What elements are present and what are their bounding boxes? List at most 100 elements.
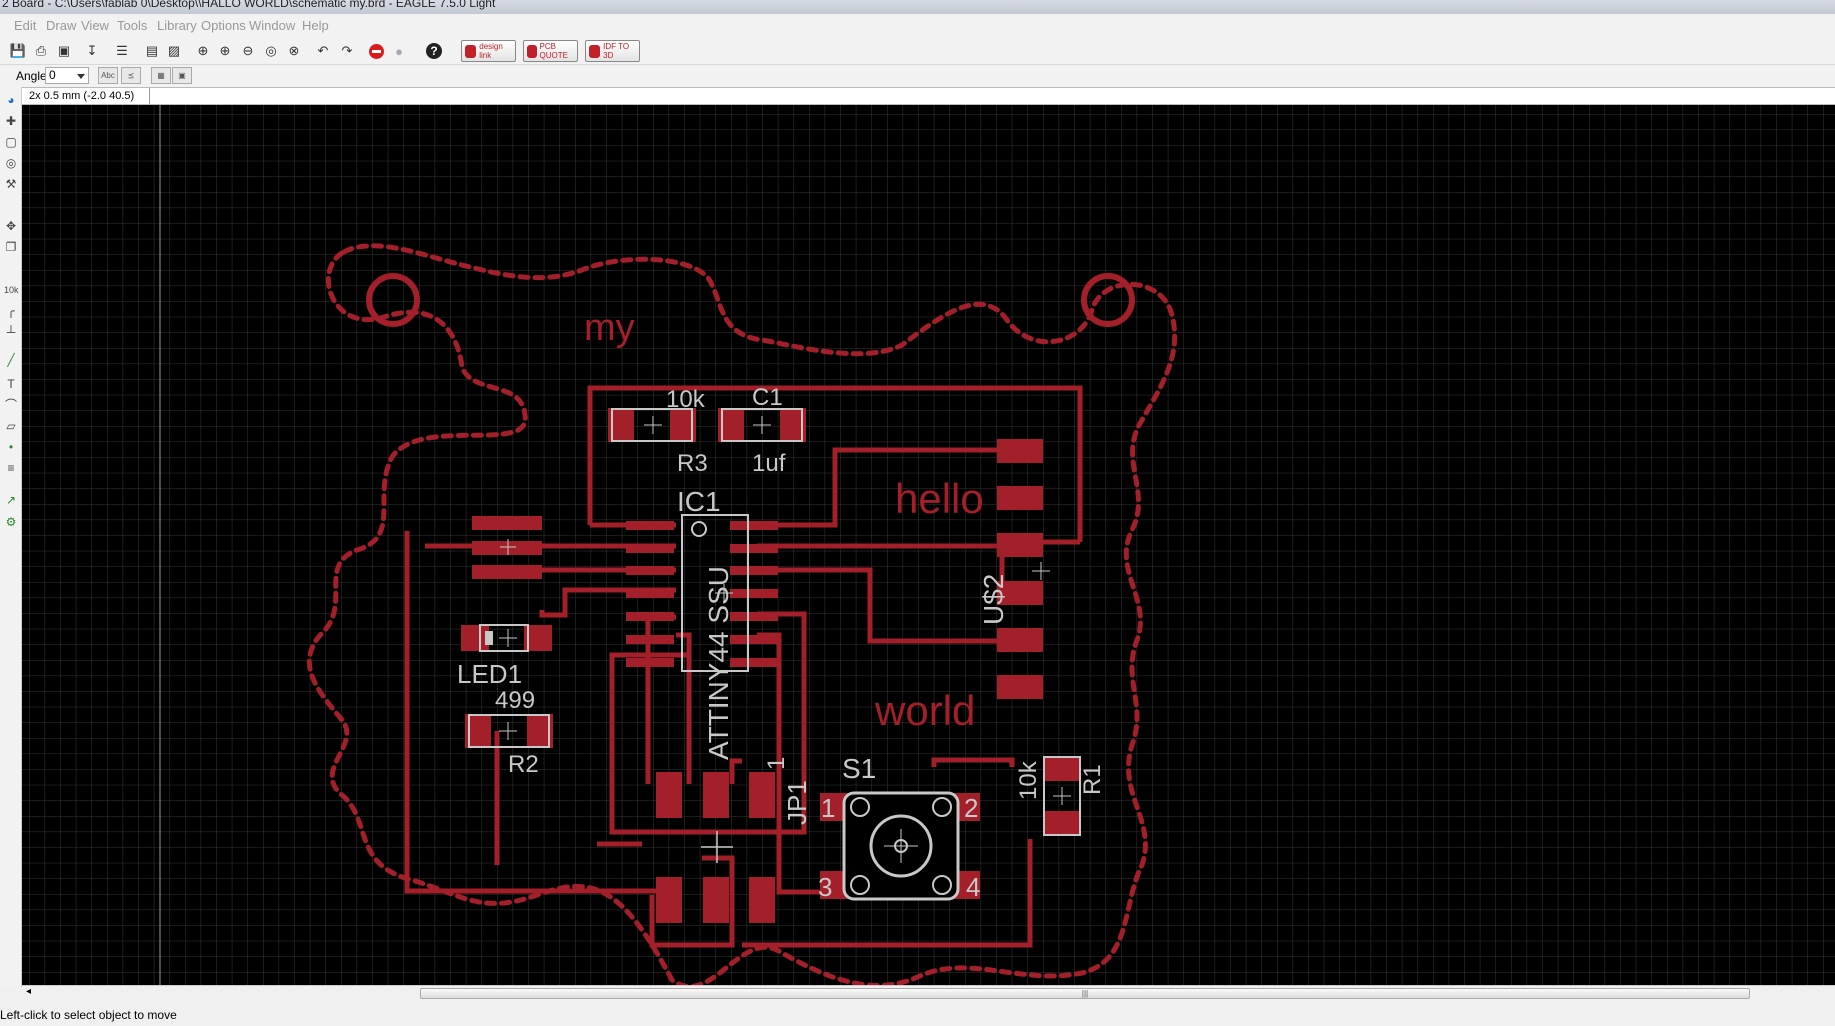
text-hello: hello [895, 475, 984, 522]
scrollbar-thumb[interactable]: ||| [420, 988, 1750, 999]
menu-draw[interactable]: Draw [46, 18, 77, 33]
route-icon[interactable]: ╱ [7, 353, 15, 367]
text-abc-button[interactable]: Abc [98, 67, 118, 84]
label-jp1-name: JP1 [782, 780, 812, 825]
value-icon[interactable]: 10k [4, 285, 19, 295]
zoom-redraw-icon[interactable]: ◎ [265, 43, 277, 58]
led1[interactable] [461, 624, 552, 652]
menu-view[interactable]: View [81, 18, 109, 33]
board-canvas[interactable]: my hello world 10k R3 C1 1uf IC1 ATTINY4… [22, 105, 1835, 987]
run-ulp-icon[interactable]: ↧ [86, 43, 98, 58]
text-my: my [584, 307, 635, 349]
show-icon[interactable]: ✚ [5, 114, 17, 128]
save-icon[interactable]: 💾 [9, 43, 27, 58]
layer-icon[interactable]: ☰ [116, 43, 128, 58]
zoom-fit-icon[interactable]: ⊕ [197, 43, 209, 58]
menu-tools[interactable]: Tools [117, 18, 148, 33]
undo-icon[interactable]: ↶ [317, 43, 329, 58]
erc-icon[interactable]: ⚙ [5, 515, 17, 529]
split-icon[interactable]: ┴ [6, 325, 16, 339]
capacitor-c1[interactable] [718, 408, 806, 442]
pcb-drawing[interactable]: my hello world 10k R3 C1 1uf IC1 ATTINY4… [22, 105, 1835, 987]
label-c1-name: C1 [752, 384, 783, 411]
polygon-icon[interactable]: ▱ [6, 419, 16, 433]
ratio-button[interactable]: ▦ [151, 67, 171, 84]
label-ic1-value: ATTINY44 SSU [703, 566, 734, 760]
menu-window[interactable]: Window [249, 18, 296, 33]
resistor-r2[interactable] [465, 714, 553, 748]
camera-icon[interactable]: ▣ [57, 43, 71, 58]
text-world: world [874, 687, 975, 734]
menu-library[interactable]: Library [157, 18, 197, 33]
zoom-in-icon[interactable]: ⊕ [219, 43, 231, 58]
status-bar: Left-click to select object to move [0, 1001, 1835, 1026]
zoom-select-icon[interactable]: ⊗ [288, 43, 300, 58]
autorouter-icon[interactable]: ↗ [5, 493, 17, 507]
menu-bar: Edit Draw View Tools Library Options Win… [0, 14, 1835, 37]
menu-options[interactable]: Options [201, 18, 246, 33]
title-bar: 2 Board - C:\Users\fablab 0\Desktop\\HAL… [0, 0, 1835, 14]
label-r2-value: 499 [495, 687, 535, 714]
label-led1-name: LED1 [457, 659, 522, 689]
left-toolbar: ◕ ✚ ▢ ◎ ⚒ ✥ ❐ 10k ╭ ┴ ╱ T ⌒ ▱ • ≡ ↗ ⚙ [0, 87, 22, 987]
mounting-hole-left [366, 273, 420, 327]
window-icon[interactable]: ▤ [145, 43, 159, 58]
info-icon[interactable]: ◕ [7, 93, 15, 107]
copy-icon[interactable]: ❐ [5, 240, 17, 254]
design-link-button[interactable]: design link [461, 40, 516, 62]
idf-icon [589, 44, 601, 58]
label-ic1-name: IC1 [677, 486, 721, 517]
menu-help[interactable]: Help [302, 18, 329, 33]
label-s1-pin1: 1 [821, 793, 835, 823]
label-r2-name: R2 [508, 751, 539, 778]
label-r1-name: R1 [1079, 764, 1106, 795]
zoom-out-icon[interactable]: ⊖ [242, 43, 254, 58]
print-icon[interactable]: ⎙ [35, 43, 47, 58]
horizontal-scrollbar[interactable]: ◂ ||| [22, 985, 1835, 1001]
switch-s1[interactable] [820, 791, 980, 901]
grid-button[interactable]: ▣ [172, 67, 192, 84]
label-c1-value: 1uf [752, 450, 786, 477]
label-s1-pin2: 2 [964, 793, 978, 823]
label-jp1-pin: 1 [763, 757, 790, 770]
wrench-icon[interactable]: ⚒ [5, 177, 17, 191]
label-s1-pin3: 3 [818, 872, 832, 902]
label-us2-name: U$2 [978, 574, 1009, 625]
stop-icon[interactable] [367, 42, 385, 60]
text-icon[interactable]: T [7, 377, 15, 391]
menu-edit[interactable]: Edit [14, 18, 37, 33]
jp1-pads[interactable] [656, 772, 775, 923]
parameter-toolbar: Angle: 0 Abc ⪯ ▦ ▣ [0, 65, 1835, 87]
header-u2 [997, 439, 1043, 699]
pcb-quote-button[interactable]: PCB QUOTE [523, 40, 578, 62]
redo-icon[interactable]: ↷ [341, 43, 353, 58]
miter-icon[interactable]: ╭ [7, 304, 15, 318]
design-link-icon [465, 44, 477, 58]
signal-icon[interactable]: ≡ [7, 461, 15, 475]
ic1-attiny44[interactable] [626, 514, 778, 672]
mark-icon[interactable]: ◎ [5, 156, 17, 170]
coordinate-readout: 2x 0.5 mm (-2.0 40.5) [22, 88, 150, 104]
pcb-quote-icon [527, 44, 537, 58]
status-message: Left-click to select object to move [0, 1008, 177, 1022]
arc-icon[interactable]: ⌒ [4, 398, 17, 412]
angle-select[interactable]: 0 [45, 67, 89, 84]
move-icon[interactable]: ✥ [5, 219, 17, 233]
label-r1-value: 10k [1015, 760, 1042, 800]
go-icon[interactable]: ● [395, 43, 403, 59]
command-line[interactable]: 2x 0.5 mm (-2.0 40.5) [22, 87, 1835, 105]
via-icon[interactable]: • [8, 440, 14, 454]
window-title: 2 Board - C:\Users\fablab 0\Desktop\\HAL… [2, 0, 496, 10]
resistor-r1[interactable] [1043, 756, 1081, 836]
text-mirror-button[interactable]: ⪯ [121, 67, 141, 84]
idf-to-3d-button[interactable]: IDF TO 3D [585, 40, 640, 62]
label-s1-pin4: 4 [966, 872, 980, 902]
resistor-r3[interactable] [608, 408, 696, 442]
display-icon[interactable]: ▨ [167, 43, 181, 58]
main-toolbar: 💾 ⎙ ▣ ↧ ☰ ▤ ▨ ⊕ ⊕ ⊖ ◎ ⊗ ↶ ↷ ● ? design l… [0, 36, 1835, 65]
scroll-left-icon[interactable]: ◂ [26, 986, 32, 997]
label-r3-name: R3 [677, 450, 708, 477]
crystal-3pad[interactable] [472, 516, 542, 579]
display-layers-icon[interactable]: ▢ [5, 135, 17, 149]
help-icon[interactable]: ? [425, 42, 443, 60]
